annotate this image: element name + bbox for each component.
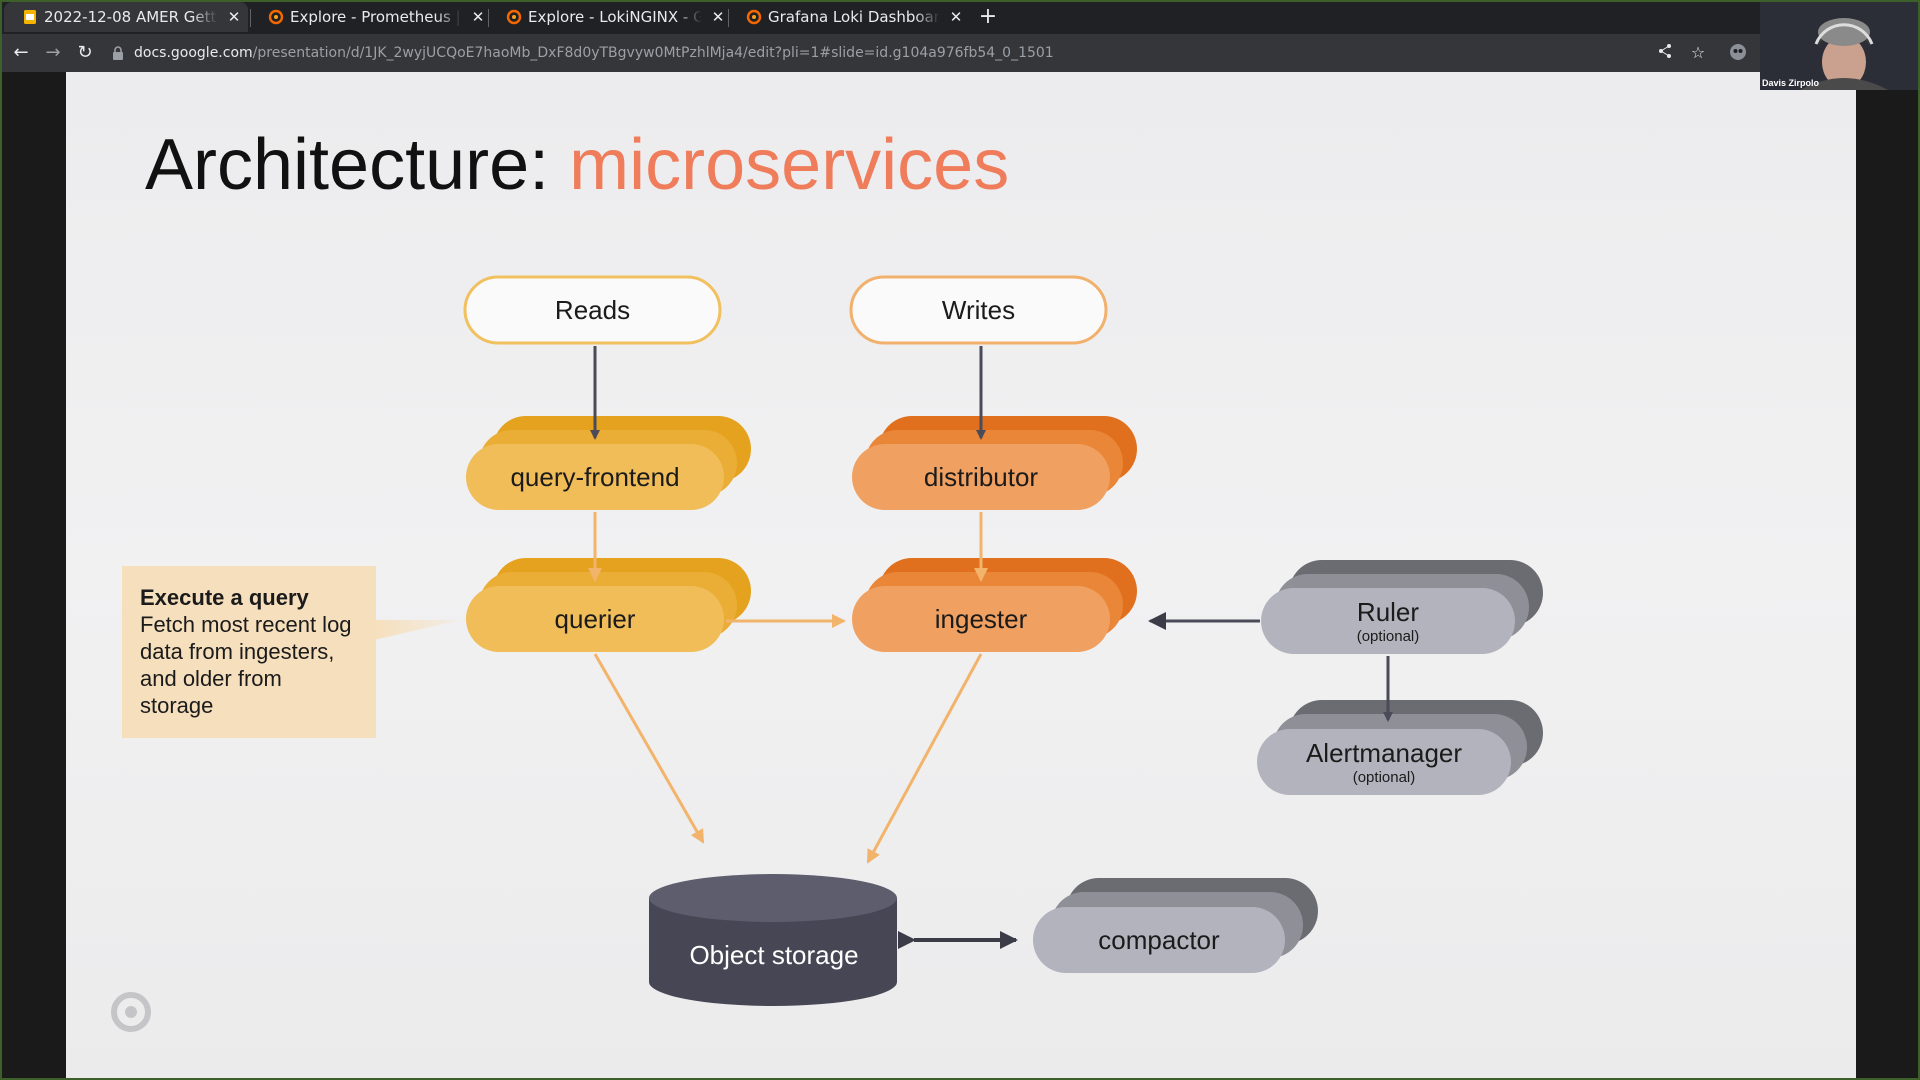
arrow-ingester-to-storage [866,653,983,864]
forward-icon[interactable]: → [45,42,61,63]
compactor-stack [1033,878,1318,973]
grafana-logo [111,992,151,1032]
url-path: /presentation/d/1JK_2wyjUCQoE7haoMb_DxF8… [252,45,1054,61]
tab-title: Grafana Loki Dashboard f [768,8,940,26]
tab-explore-loki[interactable]: Explore - LokiNGINX - Gra ✕ [488,2,728,32]
slide-canvas: Architecture: microservices [66,72,1856,1080]
distributor-label: distributor [923,461,1039,492]
toolbar: ← → ↻ docs.google.com /presentation/d/1J… [0,34,1920,72]
url-host: docs.google.com [134,45,253,61]
profile-avatar-icon[interactable] [1728,43,1748,63]
object-storage-label: Object storage [689,940,859,970]
new-tab-button[interactable]: + [978,4,998,29]
object-storage-cylinder [649,874,897,1006]
writes-pill [849,275,1108,345]
distributor-stack [852,416,1137,510]
tab-title: Explore - Prometheus | Te [290,8,462,26]
query-frontend-stack [466,416,751,510]
title-accent: microservices [569,125,1010,205]
webcam-name-label: Davis Zirpolo [1762,78,1820,88]
back-icon[interactable]: ← [13,42,29,63]
query-frontend-label: query-frontend [510,461,680,492]
compactor-label: compactor [1098,924,1220,955]
tab-loki-dashboard[interactable]: Grafana Loki Dashboard f ✕ [728,2,966,32]
google-slides-icon [24,10,36,24]
querier-label: querier [554,603,636,634]
alertmanager-optional-label: (optional) [1352,769,1416,786]
ingester-label: ingester [934,603,1028,634]
callout-pointer [374,620,461,640]
bookmark-star-icon[interactable]: ☆ [1690,43,1706,62]
tab-title: 2022-12-08 AMER Getting [44,8,218,26]
callout-heading: Execute a query [140,585,309,610]
tab-explore-prometheus[interactable]: Explore - Prometheus | Te ✕ [250,2,488,32]
address-bar[interactable]: docs.google.com /presentation/d/1JK_2wyj… [112,39,1752,67]
lock-icon [113,46,123,60]
tab-title: Explore - LokiNGINX - Gra [528,8,702,26]
slide-title: Architecture: microservices [145,124,1009,206]
alertmanager-stack [1257,700,1543,795]
architecture-diagram [111,275,1543,1032]
share-icon[interactable] [1655,43,1675,63]
ruler-label: Ruler [1356,597,1420,627]
grafana-icon [746,9,762,25]
close-tab-icon[interactable]: ✕ [471,8,485,26]
reads-label: Reads [554,294,631,325]
ruler-optional-label: (optional) [1356,628,1420,645]
reads-pill [463,275,722,345]
tab-slides[interactable]: 2022-12-08 AMER Getting ✕ [4,2,248,32]
alertmanager-label-group: Alertmanager (optional) [1257,729,1511,795]
callout-body: Fetch most recent log data from ingester… [140,612,352,718]
querier-stack [466,558,751,652]
webcam-person-image [1760,0,1920,90]
writes-label: Writes [941,294,1016,325]
grafana-icon [506,9,522,25]
reload-icon[interactable]: ↻ [77,42,93,63]
close-tab-icon[interactable]: ✕ [227,8,241,26]
arrow-querier-to-storage [593,653,705,844]
ruler-stack [1261,560,1543,654]
callout-box: Execute a query Fetch most recent log da… [122,566,376,738]
tab-strip: 2022-12-08 AMER Getting ✕ Explore - Prom… [0,0,1920,34]
ingester-stack [852,558,1137,652]
close-tab-icon[interactable]: ✕ [711,8,725,26]
grafana-icon [268,9,284,25]
alertmanager-label: Alertmanager [1305,738,1463,768]
ruler-label-group: Ruler (optional) [1261,588,1515,654]
webcam-overlay: Davis Zirpolo [1760,0,1920,90]
title-prefix: Architecture: [145,125,570,205]
close-tab-icon[interactable]: ✕ [949,8,963,26]
